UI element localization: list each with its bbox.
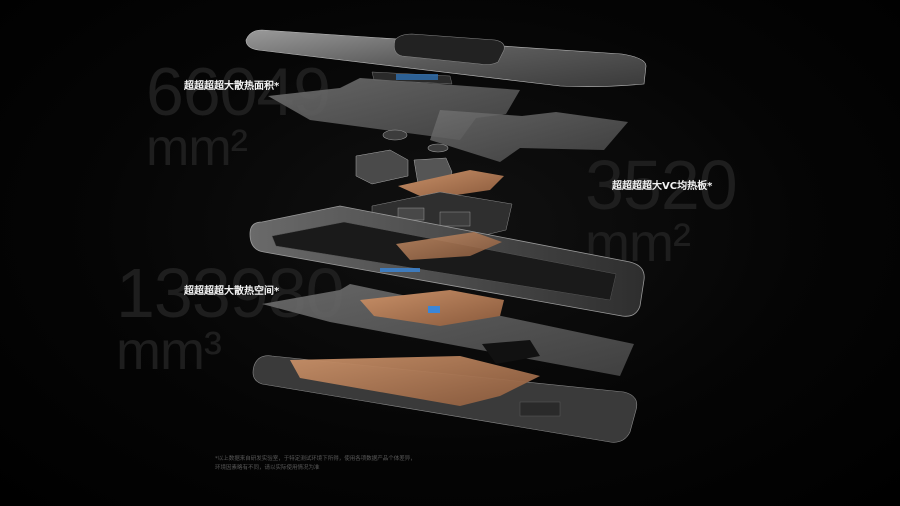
area-unit: mm² [146,119,248,177]
footnote-line-2: 环境因素略有不同，请以实际使用情况为准 [215,465,320,471]
space-label: 超超超超大散热空间* [184,286,280,297]
graphite-sheet-top [268,78,628,162]
area-label: 超超超超大散热面积* [184,81,280,92]
graphite-sheet-lower [262,284,634,376]
area-value: 66049 [146,54,331,130]
footnote-line-1: *以上数据来自研发实验室，于特定测试环境下所得，使用各项数据产品个体差异， [215,456,416,462]
space-figure-background: 133980 mm³ [116,258,345,381]
vc-label: 超超超超大VC均热板* [612,181,713,192]
back-cover [245,29,647,87]
area-figure-background: 66049 mm² [146,58,331,177]
space-value: 133980 [116,254,345,332]
vapor-chamber-plate [398,170,504,198]
space-unit: mm³ [116,321,222,381]
vc-value: 3520 [585,146,738,224]
middle-frame [249,205,645,317]
camera-module [371,71,453,85]
footnote: *以上数据来自研发实验室，于特定测试环境下所得，使用各项数据产品个体差异， 环境… [215,455,416,473]
display-base [252,355,638,443]
